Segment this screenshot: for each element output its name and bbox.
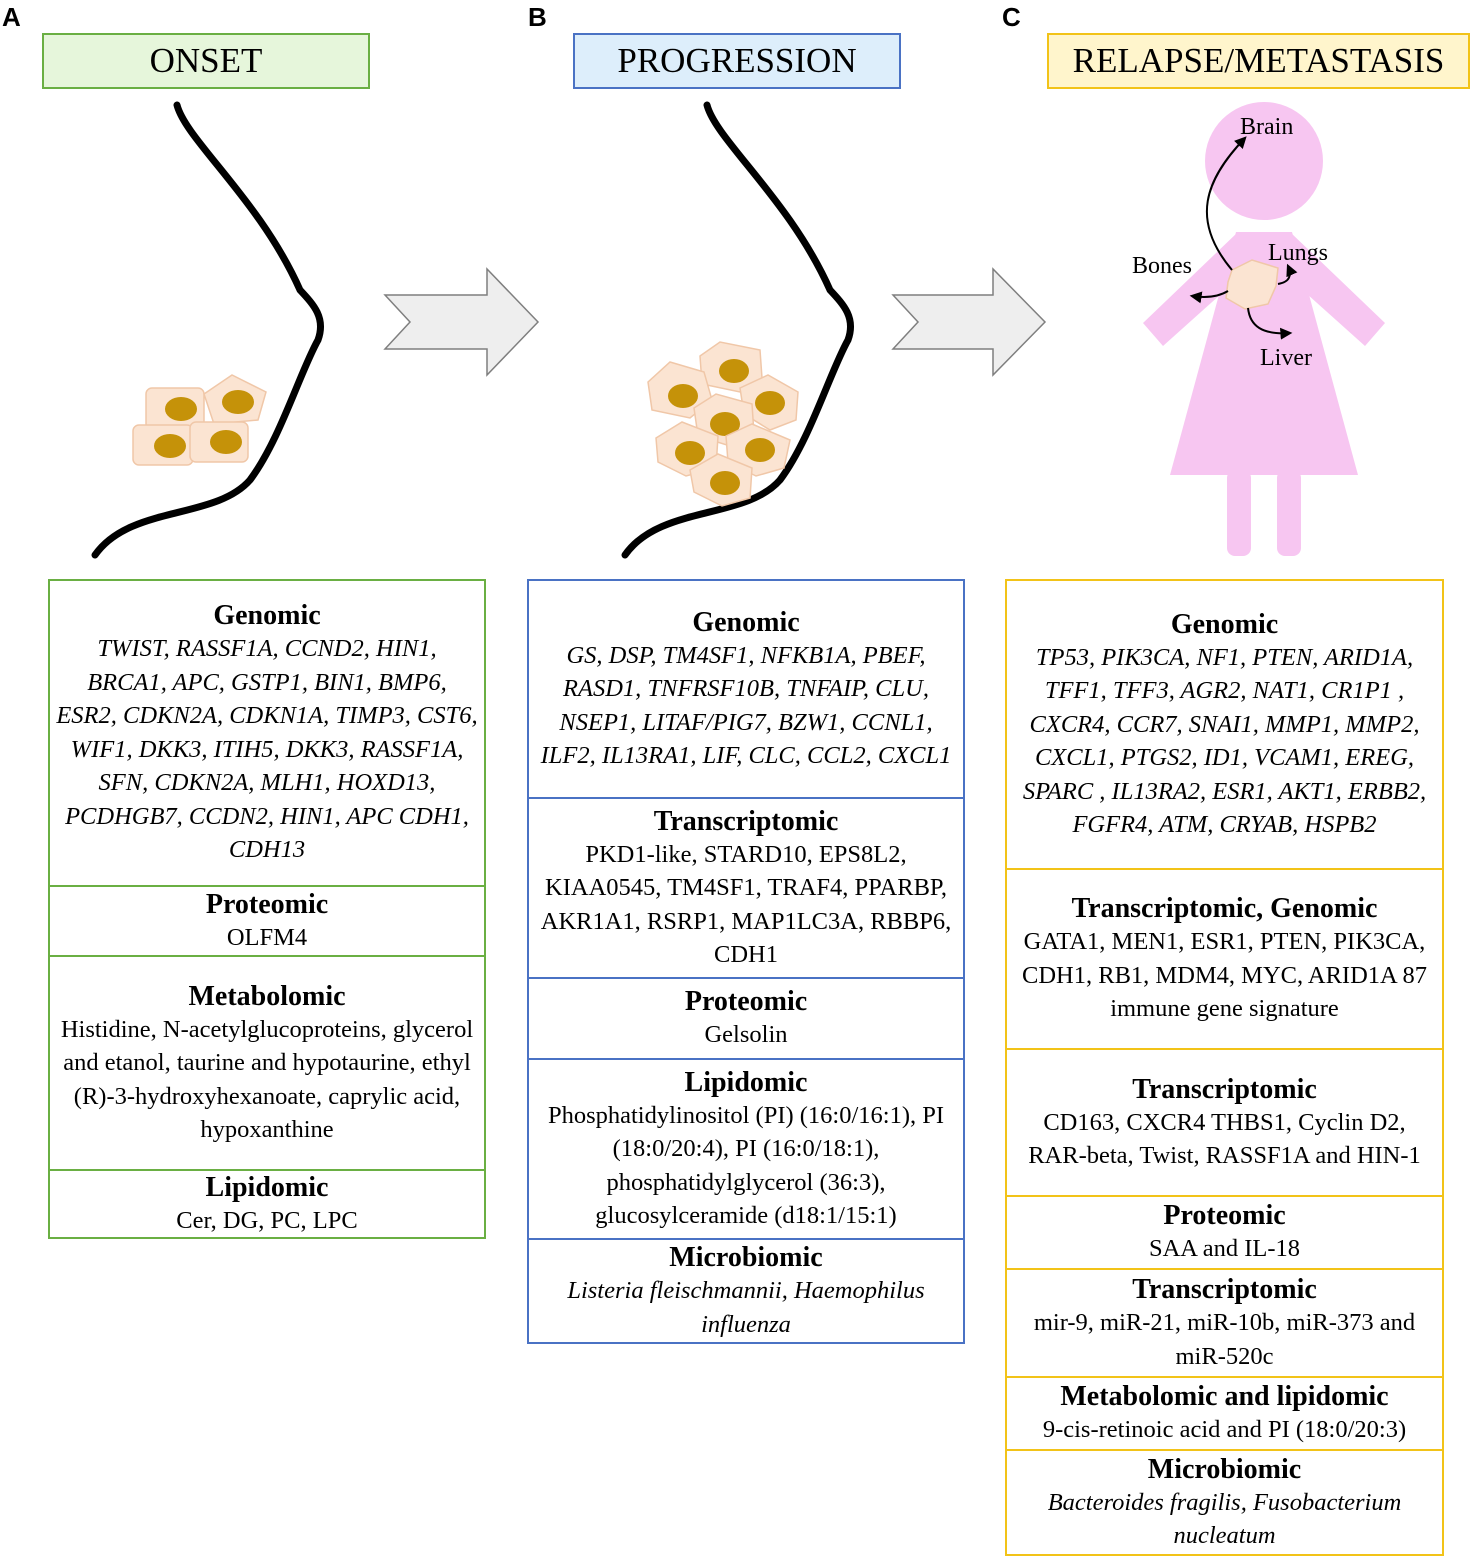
onset-header: ONSET: [42, 33, 370, 89]
section-body: Gelsolin: [704, 1021, 788, 1049]
section-title: Transcriptomic: [1132, 1073, 1317, 1105]
arrow-onset-to-progression: [383, 267, 540, 377]
section-title: Metabolomic and lipidomic: [1060, 1381, 1389, 1413]
section-body: OLFM4: [226, 923, 308, 951]
relapse-transcriptomic-genomic: Transcriptomic, Genomic GATA1, MEN1, ESR…: [1007, 868, 1442, 1048]
section-title: Genomic: [1170, 608, 1279, 640]
section-title: Microbiomic: [1147, 1453, 1302, 1485]
label-bones: Bones: [1132, 253, 1192, 279]
onset-panel: Genomic TWIST, RASSF1A, CCND2, HIN1, BRC…: [48, 579, 486, 1239]
section-body: Phosphatidylinositol (PI) (16:0/16:1), P…: [547, 1101, 945, 1230]
breast-outline-onset: [91, 101, 325, 559]
section-body: 9-cis-retinoic acid and PI (18:0/20:3): [1042, 1416, 1407, 1444]
nucleus: [675, 441, 705, 465]
section-title: Microbiomic: [669, 1242, 823, 1273]
section-title: Lipidomic: [205, 1171, 329, 1203]
breast-outline-progression: [621, 101, 855, 559]
nucleus: [710, 412, 740, 436]
right-leg: [1277, 470, 1301, 556]
relapse-genomic: Genomic TP53, PIK3CA, NF1, PTEN, ARID1A,…: [1007, 581, 1442, 868]
dress: [1170, 232, 1358, 475]
nucleus: [719, 359, 749, 383]
section-title: Transcriptomic: [1132, 1274, 1317, 1305]
section-body: GS, DSP, TM4SF1, NFKB1A, PBEF, RASD1, TN…: [540, 641, 952, 770]
relapse-proteomic: Proteomic SAA and IL-18: [1007, 1195, 1442, 1268]
nucleus: [210, 430, 242, 454]
progression-lipidomic: Lipidomic Phosphatidylinositol (PI) (16:…: [529, 1058, 963, 1238]
woman-figure: [1143, 102, 1385, 556]
section-title: Proteomic: [684, 986, 808, 1018]
progression-header: PROGRESSION: [573, 33, 901, 89]
relapse-microbiomic: Microbiomic Bacteroides fragilis, Fusoba…: [1007, 1449, 1442, 1554]
section-title: Lipidomic: [684, 1066, 808, 1098]
relapse-transcriptomic-mirna: Transcriptomic mir-9, miR-21, miR-10b, m…: [1007, 1268, 1442, 1376]
arrow-to-liver: [1247, 307, 1293, 340]
section-body: PKD1-like, STARD10, EPS8L2, KIAA0545, TM…: [540, 840, 952, 969]
onset-lipidomic: Lipidomic Cer, DG, PC, LPC: [50, 1169, 484, 1237]
tumor-cells-onset: [132, 374, 267, 466]
nucleus: [165, 397, 197, 421]
arrow-to-lungs: [1277, 263, 1298, 285]
label-liver: Liver: [1260, 345, 1312, 371]
progression-panel: Genomic GS, DSP, TM4SF1, NFKB1A, PBEF, R…: [527, 579, 965, 1344]
nucleus: [154, 434, 186, 458]
section-body: Listeria fleischmannii, Haemophilus infl…: [567, 1277, 925, 1338]
section-title: Genomic: [692, 606, 800, 638]
section-body: SAA and IL-18: [1148, 1235, 1301, 1263]
section-body: TWIST, RASSF1A, CCND2, HIN1, BRCA1, APC,…: [56, 635, 478, 864]
arrow-to-brain: [1206, 136, 1247, 271]
relapse-metabolomic-lipidomic: Metabolomic and lipidomic 9-cis-retinoic…: [1007, 1376, 1442, 1449]
section-title: Proteomic: [205, 888, 329, 920]
left-leg: [1227, 470, 1251, 556]
nucleus: [755, 391, 785, 415]
section-title: Transcriptomic: [653, 805, 839, 837]
stage-illustrations: Brain Lungs Bones Liver: [91, 101, 1385, 559]
panel-letter-a: A: [2, 2, 21, 32]
nucleus: [745, 438, 775, 462]
onset-genomic: Genomic TWIST, RASSF1A, CCND2, HIN1, BRC…: [50, 581, 484, 885]
nucleus: [710, 471, 740, 495]
section-title: Proteomic: [1163, 1200, 1286, 1232]
section-title: Transcriptomic, Genomic: [1071, 893, 1378, 925]
panel-letter-c: C: [1002, 2, 1021, 32]
section-body: TP53, PIK3CA, NF1, PTEN, ARID1A, TFF1, T…: [1022, 643, 1427, 839]
section-title: Genomic: [213, 600, 321, 632]
section-body: Bacteroides fragilis, Fusobacterium nucl…: [1047, 1488, 1402, 1550]
panel-letter-b: B: [528, 2, 547, 32]
onset-metabolomic: Metabolomic Histidine, N-acetylglucoprot…: [50, 955, 484, 1169]
section-body: Histidine, N-acetylglucoproteins, glycer…: [60, 1015, 474, 1144]
arrow-to-bones: [1189, 290, 1229, 304]
section-body: Cer, DG, PC, LPC: [176, 1206, 358, 1234]
progression-transcriptomic: Transcriptomic PKD1-like, STARD10, EPS8L…: [529, 797, 963, 977]
section-title: Metabolomic: [188, 980, 346, 1012]
onset-proteomic: Proteomic OLFM4: [50, 885, 484, 955]
tumor-cells-progression: [647, 341, 799, 507]
head: [1205, 102, 1323, 220]
section-body: mir-9, miR-21, miR-10b, miR-373 and miR-…: [1033, 1309, 1416, 1370]
nucleus: [222, 390, 254, 414]
section-body: CD163, CXCR4 THBS1, Cyclin D2, RAR-beta,…: [1028, 1108, 1421, 1170]
arrow-progression-to-relapse: [891, 267, 1047, 377]
tumor: [1225, 259, 1279, 310]
label-lungs: Lungs: [1268, 240, 1328, 266]
progression-genomic: Genomic GS, DSP, TM4SF1, NFKB1A, PBEF, R…: [529, 581, 963, 797]
progression-proteomic: Proteomic Gelsolin: [529, 977, 963, 1058]
progression-microbiomic: Microbiomic Listeria fleischmannii, Haem…: [529, 1238, 963, 1342]
label-brain: Brain: [1240, 114, 1293, 140]
relapse-metastasis-header: RELAPSE/METASTASIS: [1047, 33, 1470, 89]
relapse-transcriptomic: Transcriptomic CD163, CXCR4 THBS1, Cycli…: [1007, 1048, 1442, 1195]
section-body: GATA1, MEN1, ESR1, PTEN, PIK3CA, CDH1, R…: [1022, 928, 1427, 1023]
nucleus: [668, 384, 698, 408]
relapse-panel: Genomic TP53, PIK3CA, NF1, PTEN, ARID1A,…: [1005, 579, 1444, 1556]
